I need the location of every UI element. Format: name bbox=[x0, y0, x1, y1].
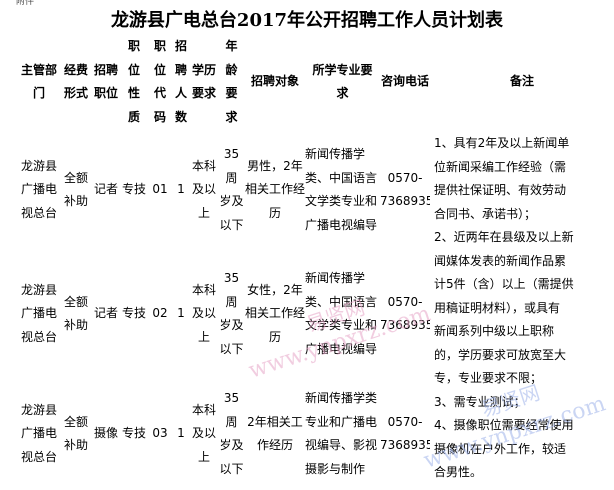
header-dept: 主管部 门 bbox=[20, 62, 57, 101]
cell-education: 本科 及以 上 bbox=[191, 158, 216, 220]
header-code: 职 位 代 码 bbox=[153, 39, 166, 124]
header-position: 招聘 职位 bbox=[93, 62, 118, 101]
cell-major: 新闻传播学 类、中国语言 文学类专业和 广播电视编导 bbox=[305, 271, 378, 356]
cell-major: 新闻传播学类 专业和广播电 视编导、影视 摄影与制作 bbox=[305, 391, 378, 476]
cell-funding: 全额 补助 bbox=[63, 294, 88, 333]
table-row: 龙游县 广播电 视总台 全额 补助 摄像 专技 03 1 本科 及以 上 35周… bbox=[18, 378, 614, 490]
cell-funding: 全额 补助 bbox=[63, 170, 88, 209]
cell-phone: 0570- 7368935 bbox=[380, 414, 430, 453]
cell-age: 35周 岁及 以下 bbox=[219, 147, 244, 232]
cell-major: 新闻传播学 类、中国语言 文学类专业和 广播电视编导 bbox=[305, 147, 378, 232]
header-row: 主管部 门 经费 形式 招聘 职位 职 位 性 质 职 位 代 码 招 聘 人 … bbox=[18, 34, 614, 130]
cell-dept: 龙游县 广播电 视总台 bbox=[20, 158, 57, 220]
cell-dept: 龙游县 广播电 视总台 bbox=[20, 282, 57, 344]
table-row: 龙游县 广播电 视总台 全额 补助 记者 专技 02 1 本科 及以 上 35周… bbox=[18, 250, 614, 378]
header-education: 学历 要求 bbox=[191, 62, 216, 101]
cell-nature: 专技 bbox=[121, 182, 146, 197]
cell-count: 1 bbox=[177, 426, 185, 441]
attachment-label: 附件 bbox=[16, 0, 35, 7]
recruitment-table: 主管部 门 经费 形式 招聘 职位 职 位 性 质 职 位 代 码 招 聘 人 … bbox=[18, 34, 614, 490]
cell-phone: 0570- 7368935 bbox=[380, 294, 430, 333]
cell-code: 02 bbox=[152, 306, 168, 321]
cell-target: 女性，2年 相关工作经 历 bbox=[245, 282, 305, 344]
header-funding: 经费 形式 bbox=[63, 62, 88, 101]
cell-target: 2年相关工 作经历 bbox=[247, 414, 303, 453]
cell-position: 摄像 bbox=[93, 426, 118, 441]
cell-position: 记者 bbox=[93, 182, 118, 197]
cell-age: 35周 岁及 以下 bbox=[219, 391, 244, 476]
cell-position: 记者 bbox=[93, 306, 118, 321]
header-major: 所学专业要 求 bbox=[312, 62, 373, 101]
header-remarks: 备注 bbox=[509, 74, 534, 89]
cell-education: 本科 及以 上 bbox=[191, 402, 216, 464]
header-count: 招 聘 人 数 bbox=[174, 39, 187, 124]
header-age: 年 龄 要 求 bbox=[225, 39, 238, 124]
cell-funding: 全额 补助 bbox=[63, 414, 88, 453]
cell-age: 35周 岁及 以下 bbox=[219, 271, 244, 356]
cell-count: 1 bbox=[177, 306, 185, 321]
table-row: 龙游县 广播电 视总台 全额 补助 记者 专技 01 1 本科 及以 上 35周… bbox=[18, 130, 614, 479]
cell-remarks: 1、具有2年及以上新闻单 位新闻采编工作经验（需 提供社保证明、有效劳动 合同书… bbox=[434, 136, 574, 479]
header-target: 招聘对象 bbox=[250, 74, 299, 89]
cell-target: 男性，2年 相关工作经 历 bbox=[245, 158, 305, 220]
page-title: 龙游县广电总台2017年公开招聘工作人员计划表 bbox=[110, 10, 504, 31]
cell-nature: 专技 bbox=[121, 306, 146, 321]
cell-education: 本科 及以 上 bbox=[191, 282, 216, 344]
cell-count: 1 bbox=[177, 182, 185, 197]
header-phone: 咨询电话 bbox=[380, 74, 429, 89]
cell-code: 03 bbox=[152, 426, 168, 441]
cell-nature: 专技 bbox=[121, 426, 146, 441]
header-nature: 职 位 性 质 bbox=[127, 39, 140, 124]
cell-phone: 0570- 7368935 bbox=[380, 170, 430, 209]
cell-code: 01 bbox=[152, 182, 168, 197]
cell-dept: 龙游县 广播电 视总台 bbox=[20, 402, 57, 464]
